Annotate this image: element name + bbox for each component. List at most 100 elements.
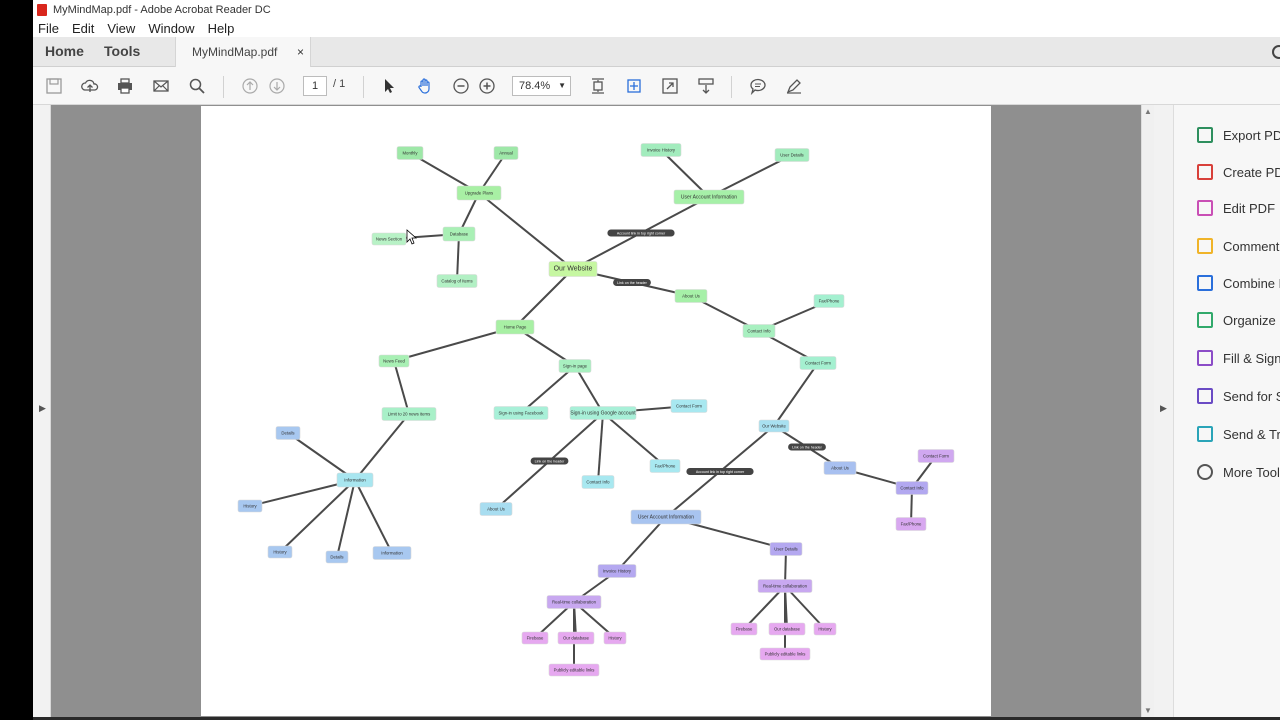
next-page-icon[interactable] (267, 76, 287, 96)
page-number-input[interactable]: 1 (303, 76, 327, 96)
collapse-right-panel-icon[interactable]: ▶ (1160, 403, 1167, 413)
mindmap-node: Contact Info (581, 475, 615, 489)
mindmap-edge (287, 432, 356, 481)
fill-sign-icon (1197, 350, 1213, 366)
send-track-icon (1197, 426, 1213, 442)
edge-label-text: Account link in top right corner (617, 232, 666, 236)
tool-edit-pdf[interactable]: Edit PDF (1197, 197, 1275, 219)
mindmap-node: Invoice History (597, 564, 637, 578)
mindmap-node: Our Website (758, 419, 790, 433)
mindmap-edge (660, 149, 710, 198)
menu-help[interactable]: Help (207, 20, 235, 36)
scroll-up-icon[interactable]: ▲ (1144, 107, 1152, 116)
tool-send-track[interactable]: Send & Track (1197, 423, 1280, 445)
zoom-level-value: 78.4% (519, 80, 551, 92)
mindmap-node-label: Publicly editable links (554, 668, 595, 673)
mindmap-node: Contact Form (670, 399, 708, 413)
mindmap-node: History (603, 631, 627, 645)
tool-label: Combine Files (1223, 275, 1280, 291)
mindmap-edge (520, 365, 576, 414)
mindmap-node: Our database (768, 622, 806, 636)
mindmap-node: History (237, 499, 263, 513)
vertical-scrollbar[interactable]: ▲ ▼ (1141, 105, 1154, 717)
save-icon[interactable] (44, 76, 64, 96)
tab-tools[interactable]: Tools (104, 43, 141, 59)
tab-document[interactable]: MyMindMap.pdf × (175, 37, 311, 68)
tool-send-for-signature[interactable]: Send for Signature (1197, 385, 1280, 407)
mindmap-node: Home Page (495, 319, 535, 335)
mindmap-node-label: News Feed (383, 359, 405, 364)
create-pdf-icon (1197, 164, 1213, 180)
tool-organize-pages[interactable]: Organize Pages (1197, 309, 1280, 331)
window-title: MyMindMap.pdf - Adobe Acrobat Reader DC (53, 3, 271, 16)
scroll-down-icon[interactable]: ▼ (1144, 706, 1152, 715)
fit-page-icon[interactable] (588, 76, 608, 96)
zoom-level-select[interactable]: 78.4% ▼ (512, 76, 571, 96)
mindmap-edge (354, 479, 393, 554)
menu-view[interactable]: View (107, 20, 136, 36)
mindmap-node: News Feed (378, 354, 410, 368)
toolbar-separator (363, 76, 364, 98)
mindmap-node: Database (442, 226, 476, 242)
mindmap-node-label: About Us (831, 466, 849, 471)
mindmap-node-label: Monthly (402, 151, 418, 156)
mindmap-node: Limit to 20 news items (381, 407, 437, 421)
right-panel-collapse[interactable]: ▶ (1154, 105, 1174, 717)
expand-left-panel-icon[interactable]: ▶ (39, 403, 46, 413)
read-mode-icon[interactable] (696, 76, 716, 96)
tool-label: Send & Track (1223, 426, 1280, 442)
tool-more-tools[interactable]: More Tools (1197, 461, 1280, 483)
tool-create-pdf[interactable]: Create PDF (1197, 161, 1280, 183)
comment-icon (1197, 238, 1213, 254)
hand-tool-icon[interactable] (415, 76, 435, 96)
close-tab-button[interactable]: × (296, 45, 304, 59)
account-icon[interactable] (1272, 45, 1280, 59)
send-signature-icon (1197, 388, 1213, 404)
edit-pdf-icon (1197, 200, 1213, 216)
mindmap-node: About Us (823, 461, 857, 475)
tool-export-pdf[interactable]: Export PDF (1197, 124, 1280, 146)
mindmap-edge (279, 479, 356, 553)
combine-files-icon (1197, 275, 1213, 291)
mindmap-node: Firebase (730, 622, 758, 636)
menu-edit[interactable]: Edit (71, 20, 95, 36)
upload-cloud-icon[interactable] (80, 76, 100, 96)
left-panel-collapse[interactable]: ▶ (33, 105, 51, 720)
menu-file[interactable]: File (38, 20, 59, 36)
mindmap-node-label: Fax/Phone (655, 464, 676, 469)
full-screen-icon[interactable] (660, 76, 680, 96)
mindmap-node: History (813, 622, 837, 636)
zoom-in-icon[interactable] (477, 76, 497, 96)
mindmap-node-label: Real-time collaboration (763, 584, 808, 589)
mindmap-node: User Account Information (630, 509, 702, 525)
tab-home[interactable]: Home (45, 43, 84, 59)
select-cursor-icon[interactable] (379, 76, 399, 96)
mindmap-node: Sign-in using Facebook (493, 406, 549, 420)
tool-label: Send for Signature (1223, 388, 1280, 404)
mindmap-node: Information (336, 472, 374, 488)
mindmap-node-label: Contact Info (900, 486, 924, 491)
tool-fill-sign[interactable]: Fill & Sign (1197, 347, 1280, 369)
tool-combine-files[interactable]: Combine Files (1197, 272, 1280, 294)
mindmap-node-label: History (273, 550, 287, 555)
toolbar-separator (223, 76, 224, 98)
mindmap-node: Contact Form (799, 356, 837, 370)
previous-page-icon[interactable] (240, 76, 260, 96)
print-icon[interactable] (115, 76, 135, 96)
search-icon[interactable] (187, 76, 207, 96)
mindmap-node: Upgrade Plans (456, 185, 502, 201)
mindmap-node-label: User Details (774, 547, 797, 552)
zoom-out-icon[interactable] (451, 76, 471, 96)
highlight-pen-icon[interactable] (784, 76, 804, 96)
mindmap-node: Information (372, 546, 412, 560)
menu-window[interactable]: Window (148, 20, 195, 36)
mindmap-node: Details (275, 426, 301, 440)
tool-comment[interactable]: Comment (1197, 235, 1279, 257)
organize-pages-icon (1197, 312, 1213, 328)
scroll-mode-icon[interactable] (624, 76, 644, 96)
tool-label: Create PDF (1223, 164, 1280, 180)
email-icon[interactable] (151, 76, 171, 96)
comment-icon[interactable] (748, 76, 768, 96)
